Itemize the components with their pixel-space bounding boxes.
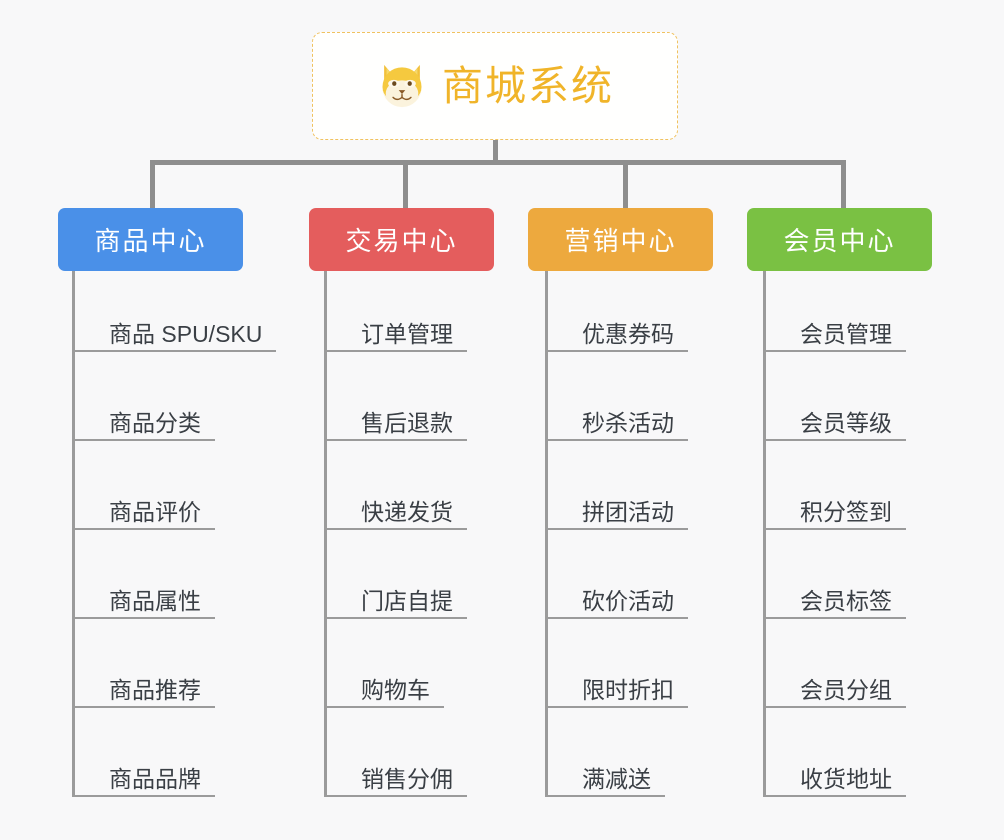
leaf-item-underline bbox=[548, 617, 688, 619]
leaf-item-label: 商品 SPU/SKU bbox=[109, 321, 263, 347]
leaf-item-underline bbox=[548, 528, 688, 530]
leaf-item-label: 会员标签 bbox=[800, 588, 892, 614]
leaf-item-underline bbox=[766, 350, 906, 352]
leaf-item-underline bbox=[75, 617, 215, 619]
leaf-item-underline bbox=[327, 795, 467, 797]
leaf-item-underline bbox=[766, 439, 906, 441]
leaf-item-underline bbox=[327, 528, 467, 530]
trunk-horizontal-connector bbox=[150, 160, 842, 165]
leaf-item-label: 销售分佣 bbox=[361, 766, 453, 792]
leaf-item-underline bbox=[75, 795, 215, 797]
leaf-column-stem bbox=[72, 271, 75, 797]
category-node-1[interactable]: 商品中心 bbox=[58, 208, 243, 271]
leaf-item-label: 会员管理 bbox=[800, 321, 892, 347]
leaf-item-underline bbox=[75, 706, 215, 708]
leaf-column-stem bbox=[545, 271, 548, 797]
leaf-item-label: 商品属性 bbox=[109, 588, 201, 614]
root-title: 商城系统 bbox=[442, 62, 614, 109]
category-label: 会员中心 bbox=[783, 226, 896, 256]
leaf-item-underline bbox=[327, 617, 467, 619]
leaf-item-label: 商品分类 bbox=[109, 410, 201, 436]
leaf-item-label: 门店自提 bbox=[361, 588, 453, 614]
leaf-item-label: 秒杀活动 bbox=[582, 410, 674, 436]
leaf-item-underline bbox=[548, 439, 688, 441]
leaf-item-label: 拼团活动 bbox=[582, 499, 674, 525]
leaf-item-label: 砍价活动 bbox=[582, 588, 674, 614]
leaf-column-stem bbox=[763, 271, 766, 797]
trunk-vertical-connector bbox=[493, 140, 498, 164]
leaf-item-underline bbox=[766, 795, 906, 797]
leaf-item-label: 优惠券码 bbox=[582, 321, 674, 347]
category-node-4[interactable]: 会员中心 bbox=[747, 208, 932, 271]
leaf-item-label: 快递发货 bbox=[361, 499, 453, 525]
leaf-item-label: 满减送 bbox=[582, 766, 651, 792]
shiba-dog-face-icon bbox=[382, 64, 422, 108]
category-label: 商品中心 bbox=[94, 226, 207, 256]
branch-drop-connector-4 bbox=[841, 160, 846, 210]
leaf-item-underline bbox=[75, 528, 215, 530]
leaf-item-underline bbox=[327, 350, 467, 352]
leaf-item-underline bbox=[766, 617, 906, 619]
leaf-item-underline bbox=[75, 439, 215, 441]
leaf-item-label: 收货地址 bbox=[800, 766, 892, 792]
leaf-item-underline bbox=[75, 350, 276, 352]
leaf-item-underline bbox=[766, 706, 906, 708]
leaf-column-stem bbox=[324, 271, 327, 797]
leaf-item-underline bbox=[548, 795, 665, 797]
branch-drop-connector-2 bbox=[403, 160, 408, 210]
leaf-item-underline bbox=[327, 706, 444, 708]
leaf-item-underline bbox=[548, 350, 688, 352]
leaf-item-label: 积分签到 bbox=[800, 499, 892, 525]
leaf-item-label: 购物车 bbox=[361, 677, 430, 703]
leaf-item-underline bbox=[327, 439, 467, 441]
category-node-3[interactable]: 营销中心 bbox=[528, 208, 713, 271]
branch-drop-connector-3 bbox=[623, 160, 628, 210]
category-node-2[interactable]: 交易中心 bbox=[309, 208, 494, 271]
category-label: 交易中心 bbox=[345, 226, 458, 256]
leaf-item-label: 会员分组 bbox=[800, 677, 892, 703]
leaf-item-label: 商品评价 bbox=[109, 499, 201, 525]
leaf-item-label: 售后退款 bbox=[361, 410, 453, 436]
category-label: 营销中心 bbox=[564, 226, 677, 256]
branch-drop-connector-1 bbox=[150, 160, 155, 210]
root-node[interactable]: 商城系统 bbox=[312, 32, 678, 140]
leaf-item-underline bbox=[766, 528, 906, 530]
leaf-item-label: 会员等级 bbox=[800, 410, 892, 436]
leaf-item-label: 限时折扣 bbox=[582, 677, 674, 703]
leaf-item-underline bbox=[548, 706, 688, 708]
leaf-item-label: 商品品牌 bbox=[109, 766, 201, 792]
leaf-item-label: 订单管理 bbox=[361, 321, 453, 347]
leaf-item-label: 商品推荐 bbox=[109, 677, 201, 703]
